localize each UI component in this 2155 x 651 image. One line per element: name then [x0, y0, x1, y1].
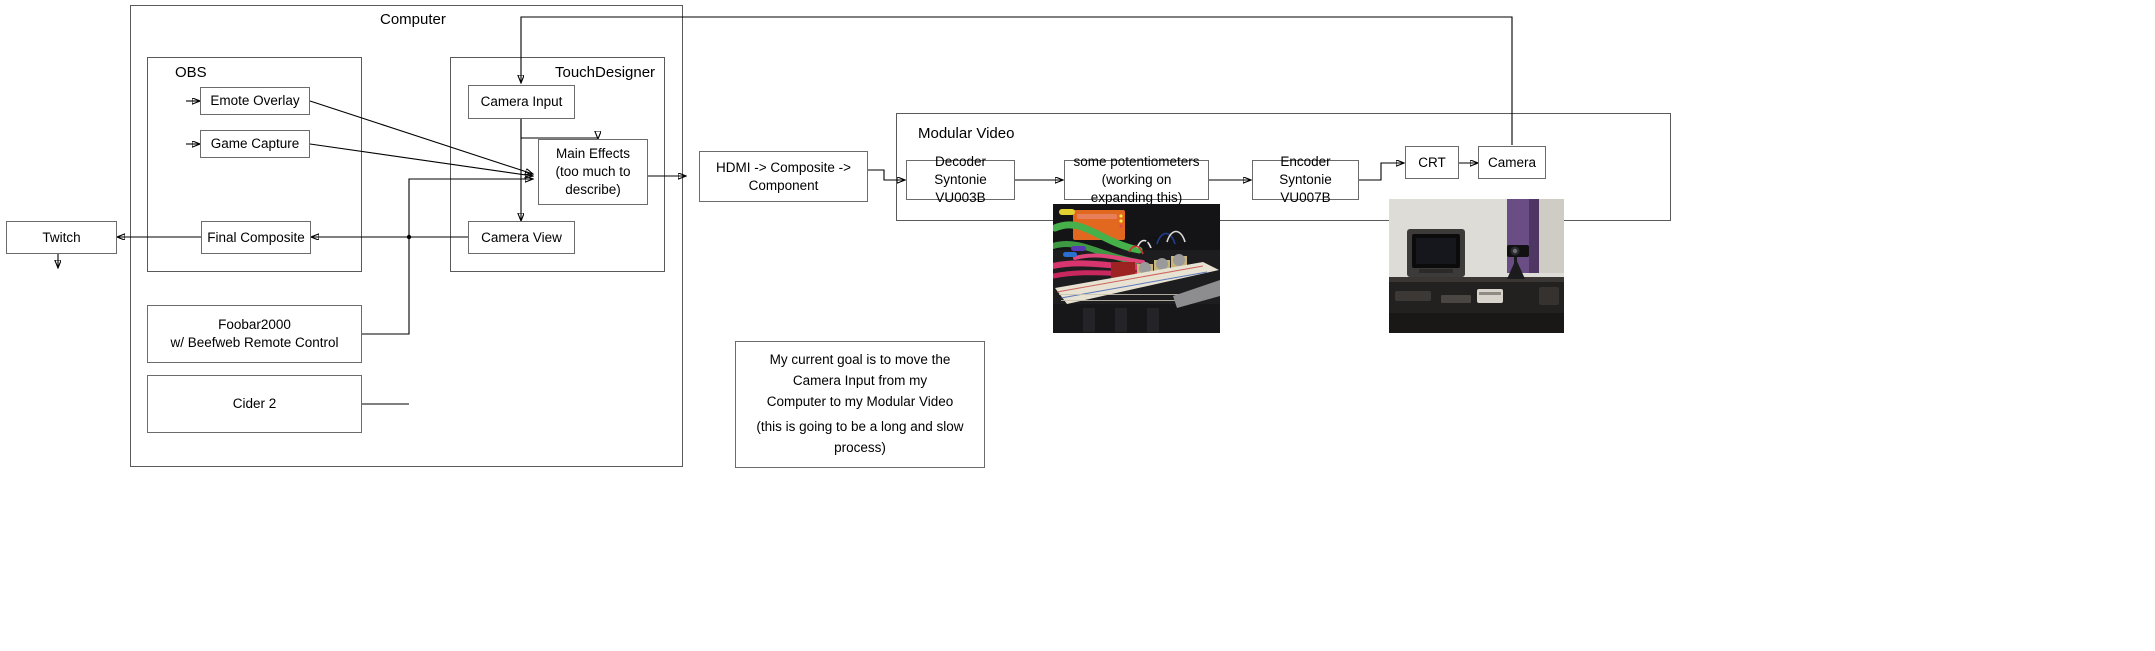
node-decoder-line1: Decoder [934, 154, 987, 170]
node-twitch[interactable]: Twitch [6, 221, 117, 254]
crt-setup-photo-art [1389, 199, 1564, 333]
node-final-composite[interactable]: Final Composite [201, 221, 311, 254]
node-emote-overlay-label: Emote Overlay [210, 93, 300, 109]
group-touchdesigner-label: TouchDesigner [555, 64, 656, 81]
node-camera-input[interactable]: Camera Input [468, 85, 575, 119]
group-modular-video-label: Modular Video [918, 125, 1015, 142]
node-decoder[interactable]: Decoder Syntonie VU003B [906, 154, 1015, 205]
node-main-effects-line2: (too much to describe) [555, 164, 631, 197]
note-current-goal: My current goal is to move the Camera In… [735, 341, 985, 468]
note-line2: Computer to my Modular Video [766, 393, 954, 409]
node-game-capture-label: Game Capture [210, 136, 300, 152]
node-camera-label: Camera [1487, 154, 1536, 170]
group-computer [130, 5, 683, 467]
node-cider2-label: Cider 2 [232, 396, 277, 412]
node-cider2[interactable]: Cider 2 [147, 375, 362, 433]
node-hdmi-chain[interactable]: HDMI -> Composite -> Component [699, 151, 868, 202]
node-hdmi-chain-label: HDMI -> Composite -> Component [715, 159, 852, 193]
note-line1: My current goal is to move the Camera In… [769, 352, 951, 388]
group-computer-label: Computer [380, 11, 446, 28]
note-line3: (this is going to be a long and slow pro… [756, 419, 964, 456]
breadboard-photo [1053, 204, 1220, 333]
node-main-effects[interactable]: Main Effects (too much to describe) [538, 139, 648, 205]
node-encoder-line2: Syntonie VU007B [1279, 172, 1332, 205]
node-encoder-line1: Encoder [1280, 154, 1331, 170]
node-foobar2000-line1: Foobar2000 [218, 317, 291, 333]
node-foobar2000[interactable]: Foobar2000 w/ Beefweb Remote Control [147, 305, 362, 363]
node-foobar2000-line2: w/ Beefweb Remote Control [170, 335, 339, 350]
node-potentiometers-line2: (working on expanding this) [1090, 172, 1183, 205]
node-encoder[interactable]: Encoder Syntonie VU007B [1252, 154, 1359, 205]
node-crt[interactable]: CRT [1405, 146, 1459, 179]
node-emote-overlay[interactable]: Emote Overlay [200, 87, 310, 115]
node-game-capture[interactable]: Game Capture [200, 130, 310, 158]
group-obs-label: OBS [175, 64, 207, 81]
node-main-effects-line1: Main Effects [555, 146, 631, 162]
node-twitch-label: Twitch [42, 229, 81, 245]
crt-setup-photo [1389, 199, 1564, 333]
node-potentiometers-line1: some potentiometers [1073, 154, 1200, 170]
node-potentiometers[interactable]: some potentiometers (working on expandin… [1064, 154, 1209, 205]
node-camera-view-label: Camera View [481, 229, 562, 245]
breadboard-photo-art [1053, 204, 1220, 333]
node-camera-input-label: Camera Input [480, 94, 563, 110]
node-camera-view[interactable]: Camera View [468, 221, 575, 254]
node-decoder-line2: Syntonie VU003B [934, 172, 987, 205]
node-final-composite-label: Final Composite [207, 229, 305, 245]
node-camera[interactable]: Camera [1478, 146, 1546, 179]
node-crt-label: CRT [1418, 154, 1446, 170]
